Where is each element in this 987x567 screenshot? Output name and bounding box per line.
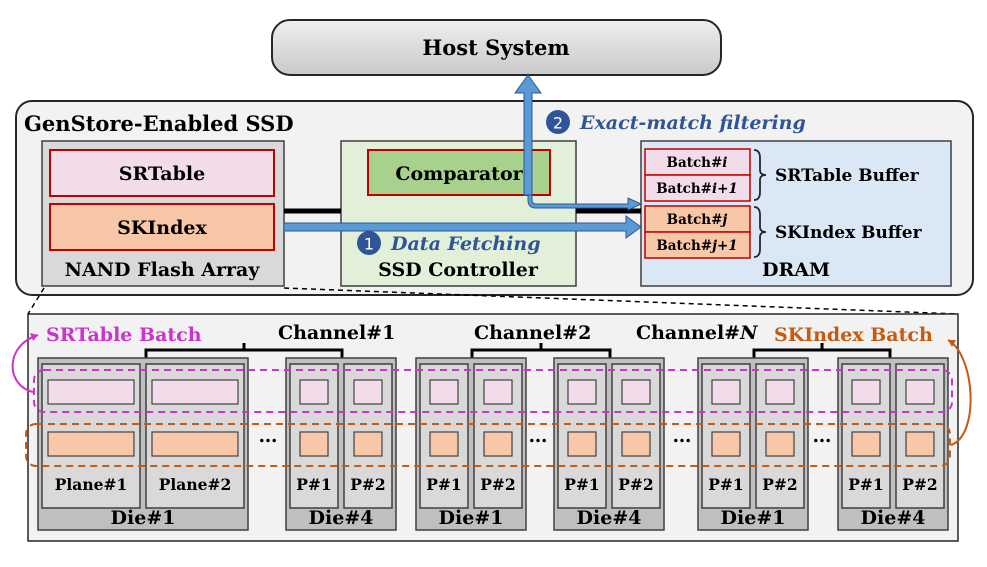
srtable-block	[151, 379, 239, 405]
skindex-block	[151, 431, 239, 457]
srtable-buffer-label: SRTable Buffer	[775, 166, 920, 186]
plane-label: P#2	[480, 475, 515, 494]
dram-label: DRAM	[762, 259, 830, 281]
srtable-block	[47, 379, 135, 405]
srtable-batch-row	[33, 369, 953, 413]
plane-label: P#2	[618, 475, 653, 494]
ellipsis-1: …	[259, 425, 278, 447]
comparator-box	[367, 149, 551, 196]
srtable-batch-arrowhead	[30, 333, 38, 341]
step-1-circle	[357, 231, 381, 255]
srtable-block	[353, 379, 383, 405]
srtable-block	[765, 379, 795, 405]
host-system-label: Host System	[422, 35, 569, 60]
skindex-buffer-brace	[753, 206, 767, 258]
channel-2-bracket	[470, 343, 612, 362]
srtable-batch-label: SRTable Batch	[46, 324, 202, 346]
ellipsis-4: …	[813, 425, 832, 447]
plane-label: Plane#1	[55, 475, 128, 494]
comparator-dram-arrow	[527, 194, 643, 211]
srtable-buffer-batch-2-label: Batch#i+1	[656, 181, 738, 197]
plane-label: P#1	[708, 475, 743, 494]
plane-label: P#2	[902, 475, 937, 494]
srtable-buffer-brace	[753, 149, 767, 201]
channel-1-label: Channel#1	[278, 322, 395, 344]
srtable-batch-arrow	[11, 334, 39, 393]
skindex-buffer-label: SKIndex Buffer	[775, 223, 923, 243]
srtable-buffer-batch-2	[644, 174, 751, 202]
plane-label: Plane#2	[159, 475, 232, 494]
data-fetching-arrow	[283, 215, 642, 239]
skindex-batch-arrowhead	[948, 340, 956, 347]
skindex-box	[49, 203, 275, 251]
exact-match-filtering-arrow	[514, 74, 542, 196]
nand-flash-array-label: NAND Flash Array	[65, 259, 261, 281]
ssd-title: GenStore-Enabled SSD	[24, 111, 294, 136]
die-label: Die#1	[721, 507, 786, 529]
srtable-block	[567, 379, 597, 405]
skindex-label: SKIndex	[117, 217, 207, 239]
step-2-label: Exact-match filtering	[579, 112, 806, 134]
host-system-box	[271, 19, 722, 76]
srtable-buffer-batch-1-label: Batch#i	[667, 155, 728, 171]
plane-label: P#1	[296, 475, 331, 494]
srtable-buffer-batch-1	[644, 148, 751, 176]
skindex-batch-label: SKIndex Batch	[774, 324, 933, 346]
srtable-label: SRTable	[119, 163, 205, 185]
plane-label: P#1	[564, 475, 599, 494]
skindex-block	[47, 431, 135, 457]
srtable-block	[851, 379, 881, 405]
srtable-block	[905, 379, 935, 405]
skindex-block	[567, 431, 597, 457]
ellipsis-3: …	[673, 425, 692, 447]
die-label: Die#1	[111, 507, 176, 529]
skindex-buffer-batch-2-label: Batch#j+1	[656, 238, 737, 254]
skindex-block	[621, 431, 651, 457]
srtable-box	[49, 149, 275, 197]
step-2-circle	[546, 110, 570, 134]
ellipsis-2: …	[529, 425, 548, 447]
skindex-batch-arrow	[947, 339, 972, 446]
ssd-controller-label: SSD Controller	[378, 259, 539, 281]
skindex-block	[711, 431, 741, 457]
skindex-block	[483, 431, 513, 457]
comparator-label: Comparator	[395, 163, 523, 185]
step-1-number: 1	[364, 235, 374, 254]
channel-2-label: Channel#2	[474, 322, 591, 344]
srtable-block	[483, 379, 513, 405]
die-label: Die#1	[439, 507, 504, 529]
step-2-number: 2	[553, 114, 563, 133]
srtable-block	[299, 379, 329, 405]
skindex-block	[353, 431, 383, 457]
channel-n-bracket	[752, 343, 892, 362]
plane-label: P#1	[426, 475, 461, 494]
skindex-block	[905, 431, 935, 457]
plane-label: P#2	[350, 475, 385, 494]
zoom-line-right	[283, 287, 959, 315]
skindex-block	[429, 431, 459, 457]
skindex-buffer-batch-2	[644, 231, 751, 259]
die-label: Die#4	[861, 507, 926, 529]
skindex-block	[851, 431, 881, 457]
step-1-label: Data Fetching	[390, 233, 541, 255]
srtable-block	[429, 379, 459, 405]
srtable-block	[621, 379, 651, 405]
plane-label: P#2	[762, 475, 797, 494]
skindex-batch-row	[25, 423, 951, 467]
skindex-block	[299, 431, 329, 457]
srtable-block	[711, 379, 741, 405]
die-label: Die#4	[309, 507, 374, 529]
plane-label: P#1	[848, 475, 883, 494]
die-label: Die#4	[577, 507, 642, 529]
skindex-buffer-batch-1-label: Batch#j	[667, 212, 728, 228]
channel-n-label: Channel#N	[636, 322, 758, 344]
channel-1-bracket	[144, 343, 344, 362]
skindex-block	[765, 431, 795, 457]
